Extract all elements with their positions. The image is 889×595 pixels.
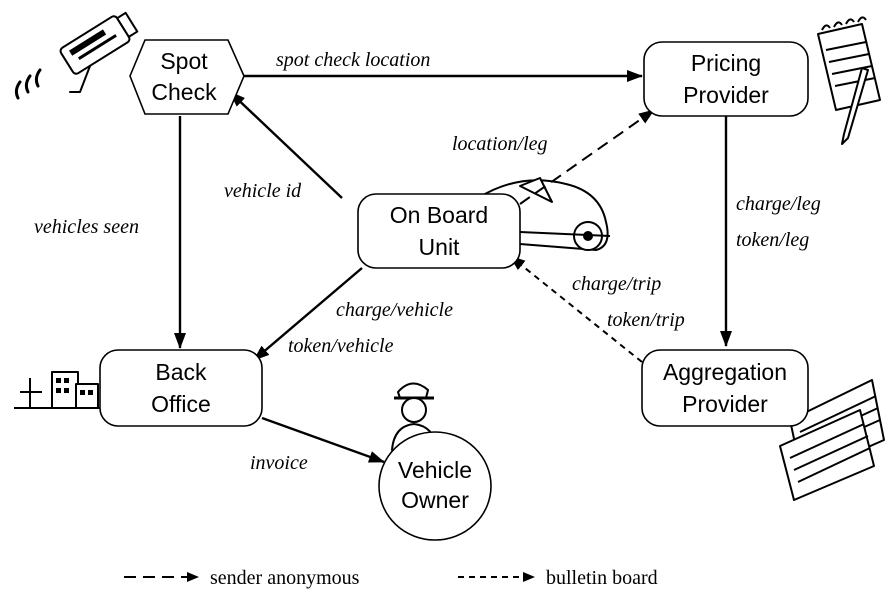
- edge-obu-to-pricing: [519, 109, 655, 205]
- node-on-board-unit: On Board Unit: [357, 193, 521, 269]
- label-charge-leg: charge/leg: [736, 193, 821, 215]
- node-aggregation-provider-line2: Provider: [682, 391, 768, 417]
- label-token-vehicle: token/vehicle: [288, 335, 394, 357]
- label-token-leg: token/leg: [736, 229, 809, 251]
- node-pricing-provider-line1: Pricing: [691, 50, 761, 76]
- label-charge-vehicle: charge/vehicle: [336, 299, 453, 321]
- node-on-board-unit-line2: Unit: [419, 234, 461, 260]
- node-aggregation-provider-line1: Aggregation: [663, 359, 787, 385]
- label-token-trip: token/trip: [607, 309, 685, 331]
- notepad-icon: [817, 16, 881, 145]
- node-spot-check: Spot Check: [129, 39, 245, 115]
- node-vehicle-owner-line2: Owner: [401, 487, 469, 513]
- label-invoice: invoice: [250, 452, 308, 474]
- camera-icon: [14, 11, 139, 100]
- node-aggregation-provider: Aggregation Provider: [641, 349, 809, 427]
- label-vehicles-seen: vehicles seen: [34, 216, 139, 238]
- label-location-leg: location/leg: [452, 133, 548, 155]
- legend-sender-anonymous-text: sender anonymous: [210, 567, 360, 589]
- edge-obu-to-spot: [229, 91, 343, 199]
- edge-back-to-owner: [261, 416, 385, 464]
- buildings-icon: [14, 371, 152, 409]
- legend-sender-anonymous: sender anonymous: [124, 567, 360, 589]
- node-pricing-provider-line2: Provider: [683, 82, 769, 108]
- node-spot-check-line2: Check: [151, 79, 217, 105]
- node-back-office: Back Office: [99, 349, 263, 427]
- label-vehicle-id: vehicle id: [224, 180, 302, 202]
- node-back-office-line2: Office: [151, 391, 211, 417]
- node-vehicle-owner: Vehicle Owner: [378, 431, 492, 541]
- node-vehicle-owner-line1: Vehicle: [398, 457, 472, 483]
- legend-bulletin-board: bulletin board: [458, 567, 658, 589]
- invoice-icon: [779, 379, 885, 501]
- legend: sender anonymous bulletin board: [124, 567, 658, 589]
- edge-obu-to-back: [253, 267, 363, 361]
- legend-bulletin-board-text: bulletin board: [546, 567, 658, 589]
- label-charge-trip: charge/trip: [572, 273, 661, 295]
- node-on-board-unit-line1: On Board: [390, 202, 488, 228]
- node-spot-check-line1: Spot: [160, 48, 208, 74]
- node-pricing-provider: Pricing Provider: [643, 41, 809, 117]
- label-spot-check-location: spot check location: [276, 49, 430, 71]
- node-back-office-line1: Back: [155, 359, 207, 385]
